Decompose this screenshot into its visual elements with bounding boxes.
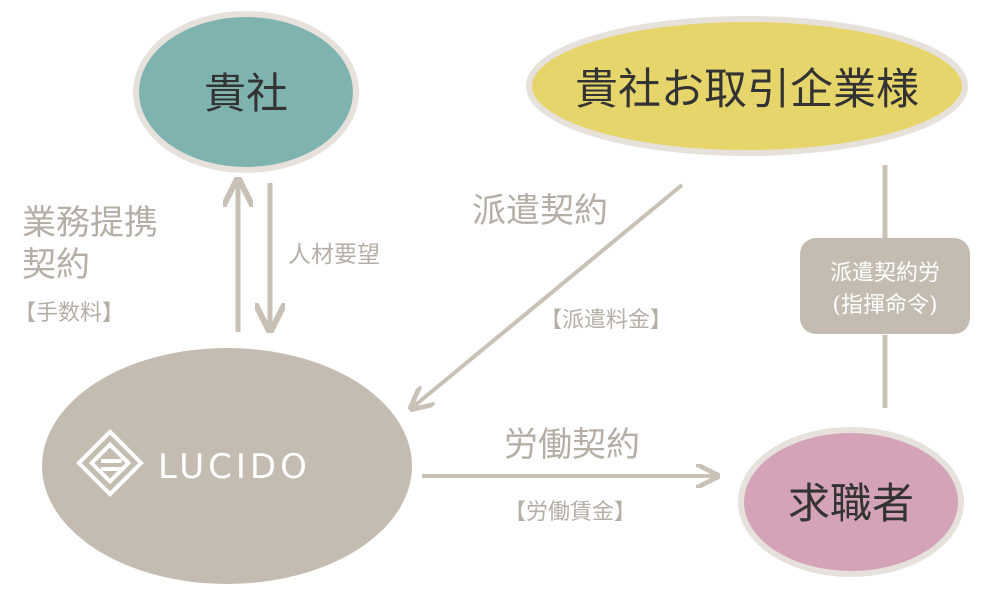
labor-contract-label: 労働契約 (504, 425, 640, 465)
jobseeker-label: 求職者 (788, 479, 914, 528)
dispatch-contract-label: 派遣契約 (472, 191, 608, 231)
lucido-node: LUCIDO (42, 348, 412, 584)
dispatch-labor-line1: 派遣契約労 (830, 261, 940, 286)
business-partnership-label-line1: 業務提携 (22, 203, 158, 243)
client-label: 貴社 (204, 69, 288, 118)
business-partnership-label-line2: 契約 (22, 245, 90, 285)
lucido-ellipse (42, 348, 412, 584)
labor-wage-label: 【労働賃金】 (504, 500, 636, 525)
partners-ellipse (526, 16, 968, 156)
talent-request-label: 人材要望 (288, 242, 380, 268)
dispatch-labor-line2: (指揮命令) (832, 293, 937, 318)
dispatch-labor-box: 派遣契約労 (指揮命令) (800, 238, 970, 334)
partners-node: 貴社お取引企業様 (526, 16, 968, 156)
jobseeker-node: 求職者 (738, 427, 964, 577)
dispatch-labor-box-bg (800, 238, 970, 334)
business-partnership-fee: 【手数料】 (14, 301, 124, 326)
dispatch-fee-label: 【派遣料金】 (540, 308, 672, 333)
partners-label: 貴社お取引企業様 (575, 65, 919, 115)
lucido-logo-icon (76, 429, 144, 497)
jobseeker-ellipse (738, 427, 964, 577)
client-ellipse (133, 11, 359, 173)
client-node: 貴社 (133, 11, 359, 173)
lucido-label: LUCIDO (158, 447, 311, 487)
dispatch-contract-arrow (413, 183, 684, 407)
